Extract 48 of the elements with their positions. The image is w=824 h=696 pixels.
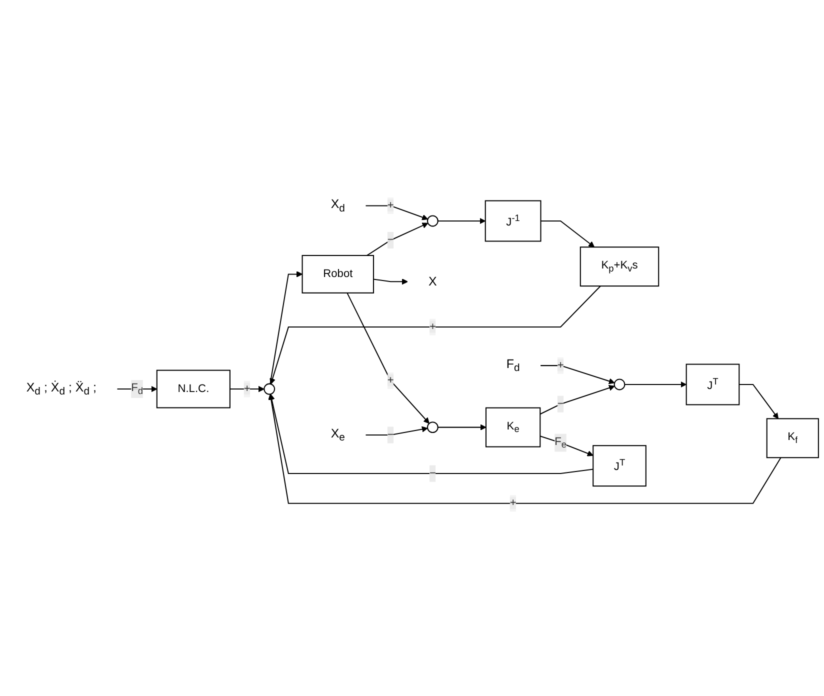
arrow xyxy=(366,222,428,256)
node-circle xyxy=(264,383,276,395)
edge-label: − xyxy=(429,467,436,479)
node-box: Robot xyxy=(302,254,374,294)
edge-label: + xyxy=(429,320,436,332)
edge-label: − xyxy=(557,398,564,410)
edge-label: + xyxy=(387,199,394,212)
node-circle xyxy=(426,215,438,227)
arrow xyxy=(540,384,615,414)
edge-label: − xyxy=(387,234,394,246)
node-box: K$_{p}$+K$_{v}$s xyxy=(580,246,660,286)
arrow xyxy=(270,271,303,384)
edge-label: + xyxy=(510,497,516,509)
edge-label: + xyxy=(557,359,564,371)
arrow xyxy=(540,220,595,248)
node-text: F$_{d}$ xyxy=(506,356,520,374)
node-circle xyxy=(426,421,438,433)
arrow xyxy=(270,286,601,384)
node-box: K$_{f}$ xyxy=(766,418,819,458)
arrow xyxy=(540,436,594,456)
arrow xyxy=(739,384,779,419)
arrow xyxy=(366,205,428,220)
node-text: X xyxy=(428,274,437,288)
arrow xyxy=(268,394,594,474)
node-text: X$_{d}$ xyxy=(330,196,345,214)
node-box: K$_{e}$ xyxy=(485,407,541,448)
node-box: J$^{T}$ xyxy=(686,364,740,406)
arrow xyxy=(346,292,430,424)
edge-label: F$_{e}$ xyxy=(554,436,567,450)
edge-label: F$_{d}$ xyxy=(131,382,144,396)
arrow xyxy=(230,386,264,392)
arrow xyxy=(438,218,486,224)
arrow xyxy=(268,394,782,504)
node-text: X$_{e}$ xyxy=(330,426,345,444)
edge-label: + xyxy=(387,374,394,386)
node-box: N.L.C. xyxy=(156,370,230,408)
edge-label: + xyxy=(244,382,250,394)
arrow xyxy=(117,386,158,392)
node-box: J$^{-1}$ xyxy=(484,200,542,242)
arrow xyxy=(373,278,408,285)
arrow xyxy=(624,381,687,388)
node-text: X$_{d}$ ; Ẋ$_{d}$ ; Ẍ$_{d}$ ; xyxy=(26,380,96,398)
arrow xyxy=(438,424,486,430)
node-circle xyxy=(614,378,626,390)
arrow xyxy=(540,364,615,384)
node-box: J$^{T}$ xyxy=(592,444,646,486)
arrow xyxy=(366,426,428,436)
edge-label: − xyxy=(387,428,394,440)
